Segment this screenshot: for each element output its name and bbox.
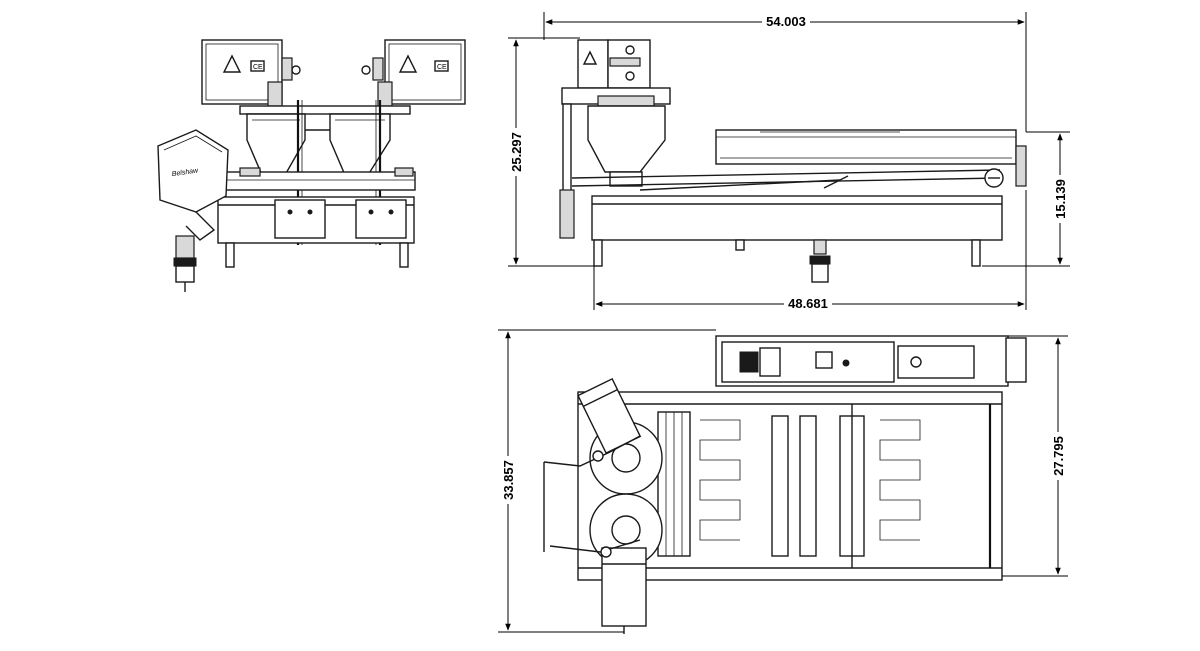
dimensions: 54.003 25.297 15.139 48.681 33.857 27.79… bbox=[498, 12, 1070, 633]
dim-25297: 25.297 bbox=[509, 132, 524, 172]
left-control-box: CE bbox=[201, 39, 301, 105]
ce-mark-left: CE bbox=[253, 64, 263, 71]
dim-48681: 48.681 bbox=[788, 296, 828, 311]
dim-15139: 15.139 bbox=[1053, 179, 1068, 219]
logo-panel: Belshaw bbox=[157, 129, 229, 241]
side-view bbox=[559, 39, 1027, 283]
ce-mark-right: CE bbox=[437, 64, 447, 71]
dim-27795: 27.795 bbox=[1051, 436, 1066, 476]
dim-54003: 54.003 bbox=[766, 14, 806, 29]
top-view bbox=[543, 335, 1027, 634]
dim-33857: 33.857 bbox=[501, 460, 516, 500]
hoppers bbox=[246, 113, 391, 176]
front-view: CE CE bbox=[157, 39, 466, 292]
logo-text: Belshaw bbox=[171, 167, 199, 178]
right-control-box: CE bbox=[361, 39, 466, 105]
